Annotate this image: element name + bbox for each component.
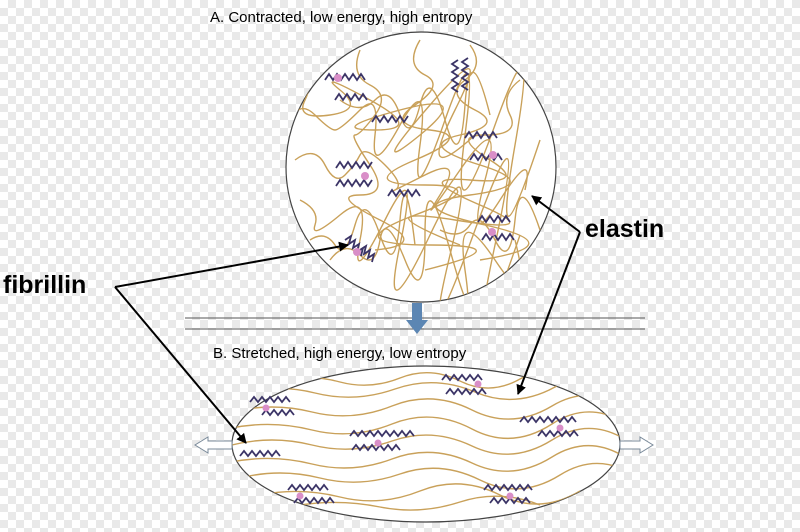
fibrillin-coils-contracted [324,57,515,263]
elastin-fiber [232,427,620,455]
stretch-left-arrow-icon [194,436,233,454]
fibrillin-coil [537,429,579,438]
panel-b-title: B. Stretched, high energy, low entropy [213,345,467,362]
elastin-fiber [232,411,620,439]
elastin-fiber [232,445,620,472]
fibrillin-coil [334,92,368,102]
fibrillin-coil [293,496,335,505]
fibrillin-coil [359,243,376,263]
crosslink-dot [556,424,564,432]
elastin-fiber [329,200,523,302]
fibrillin-coil [441,373,483,382]
crosslink-dot [488,228,496,236]
fibrillin-pointer-top [114,241,349,288]
fibrillin-coil [483,483,533,492]
elastin-fiber [239,462,620,490]
fibrillin-coil [481,232,515,242]
fibrillin-coils-stretched [239,373,579,505]
down-arrow-icon [406,303,428,334]
fibrillin-coil [261,408,295,417]
fibrillin-coil [460,57,470,91]
fibrillin-coil [387,188,421,198]
crosslink-dot [361,172,369,180]
fibrillin-coil [445,387,487,396]
crosslink-dot [296,492,304,500]
elastin-fiber [439,196,541,252]
contracted-circle [285,31,557,303]
elastin-fiber [259,483,581,505]
fibrillin-coil [450,59,460,93]
fibrillin-coil [349,429,415,438]
elastin-label: elastin [585,215,664,243]
elastin-fiber [378,39,477,271]
elastin-fiber [299,68,476,159]
elastin-pointer-top [531,195,581,233]
fibrillin-coil [519,415,577,424]
crosslink-dot [474,380,482,388]
elastin-fiber [339,71,491,145]
elastin-fiber [294,139,528,224]
fibrillin-coil [371,114,409,124]
crosslink-dot [353,248,361,256]
stretch-right-arrow-icon [619,436,654,454]
fibrillin-coil [335,160,373,170]
elastin-fiber [408,79,521,246]
fibrillin-pointers [114,241,349,444]
fibrillin-label: fibrillin [3,271,86,299]
elastin-fiber [232,394,620,420]
crosslink-dot [374,439,382,447]
elastin-fiber [299,495,541,511]
elastin-fiber [309,194,416,255]
fibrillin-pointer-bottom [114,286,247,444]
fibrillin-coil [239,449,281,458]
elastin-pointers [516,195,581,395]
crosslink-dot [334,74,342,82]
crosslink-dot [489,151,497,159]
elastin-pointer-bottom [516,231,581,395]
stretched-ellipse [231,365,621,523]
crosslink-dot [262,404,270,412]
fibrillin-coil [464,130,498,140]
fibrillin-coil [324,72,366,82]
fibrillin-coil [287,483,329,492]
fibrillin-coil [351,443,401,452]
fibrillin-coil [249,395,291,404]
fibrillin-coil [477,214,511,224]
crosslink-dot [506,492,514,500]
panel-a-title: A. Contracted, low energy, high entropy [210,9,473,26]
elastin-fiber [348,49,405,251]
fibrillin-coil [335,178,373,188]
